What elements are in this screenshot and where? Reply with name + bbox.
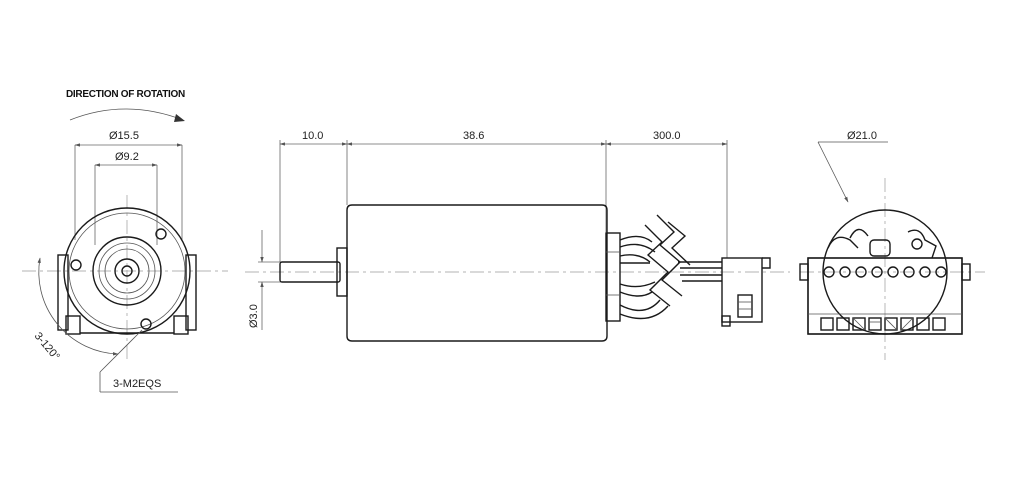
mount-hole xyxy=(140,318,152,330)
connector-slots xyxy=(820,317,946,331)
end-connector xyxy=(721,257,771,327)
lead-length-label: 300.0 xyxy=(653,130,681,142)
connector-housing xyxy=(721,257,763,323)
shaft-end-circle xyxy=(121,265,133,277)
rear-view: Ø21.0 xyxy=(799,130,985,360)
direction-of-rotation-label: DIRECTION OF ROTATION xyxy=(66,89,185,100)
shaft-diameter-label: Ø3.0 xyxy=(248,304,260,328)
angle-label: 3-120° xyxy=(32,330,62,363)
shaft xyxy=(279,261,341,283)
front-outer-diameter-label: Ø15.5 xyxy=(109,130,139,142)
motor-body xyxy=(346,204,608,342)
rotation-arrow xyxy=(69,108,184,121)
screw-spec-label: 3-M2EQS xyxy=(113,378,161,390)
rotation-arrow-head xyxy=(174,114,185,122)
mount-hole xyxy=(70,259,82,271)
front-inner-diameter-label: Ø9.2 xyxy=(115,151,139,163)
connector-pins xyxy=(823,266,947,278)
shaft-length-label: 10.0 xyxy=(302,130,323,142)
connector-latch xyxy=(737,294,753,318)
side-dimensions xyxy=(258,140,728,330)
body-length-label: 38.6 xyxy=(463,130,484,142)
lead-wires xyxy=(619,214,722,320)
mount-hole xyxy=(155,228,167,240)
front-dimensions xyxy=(74,143,183,245)
rear-diameter-label: Ø21.0 xyxy=(847,130,877,142)
front-view: DIRECTION OF ROTATION Ø15.5 Ø9.2 xyxy=(22,89,228,393)
side-view: 10.0 38.6 300.0 Ø3.0 xyxy=(245,130,790,342)
rear-terminal-block xyxy=(605,232,621,322)
